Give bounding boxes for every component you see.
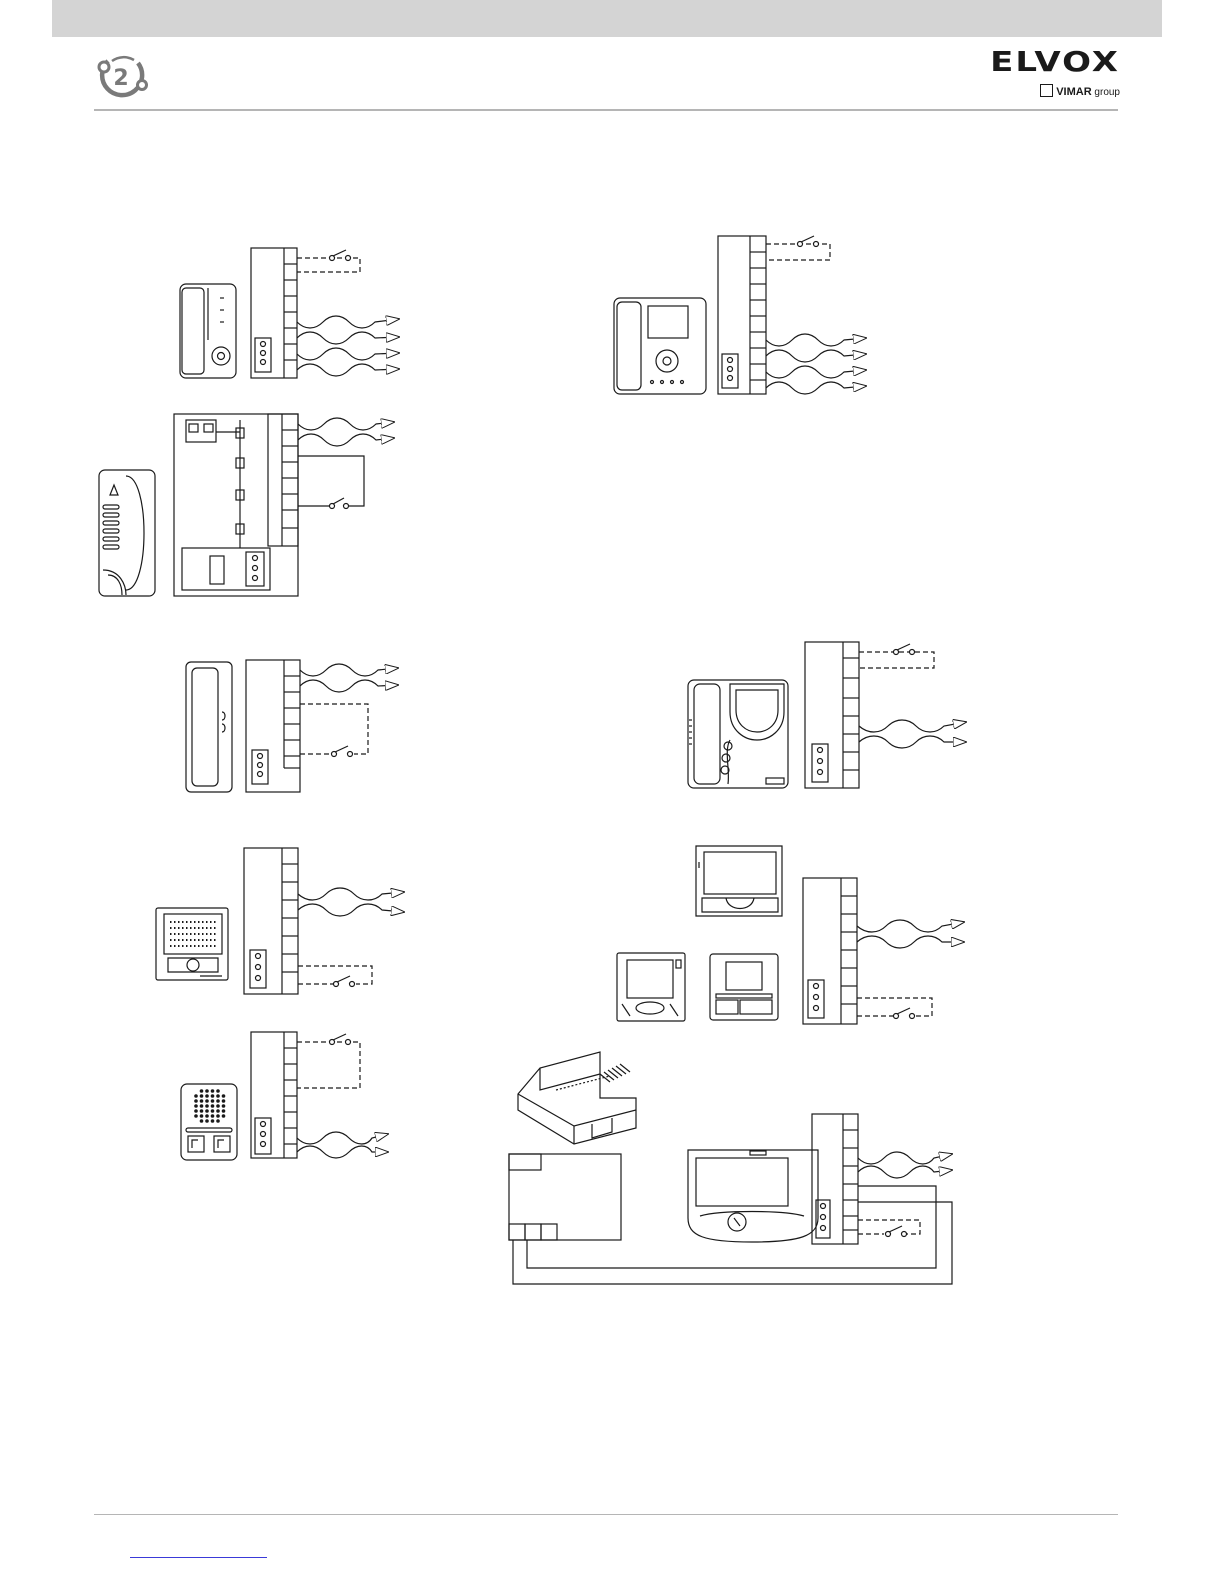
handsfree-video-monitor-icon — [710, 954, 778, 1020]
door-switch — [300, 704, 368, 754]
footer-rule — [94, 1514, 1118, 1515]
switch-contact-icon — [330, 498, 349, 509]
wall-interphone-icon — [99, 470, 155, 596]
adapter-unit — [174, 414, 298, 596]
diagram-interphone-with-adapter — [99, 414, 394, 596]
switch-contact-icon — [886, 1226, 907, 1237]
grille-dot — [211, 1099, 215, 1103]
terminal-block — [251, 1032, 297, 1158]
terminal-block — [251, 248, 297, 378]
grille-dot — [194, 1094, 198, 1098]
grille-dot — [200, 1119, 204, 1123]
diagram-video-monitor-compact — [614, 236, 866, 394]
grille-dot — [216, 1094, 220, 1098]
switch-contact-icon — [894, 1008, 915, 1019]
grille-dot — [205, 1094, 209, 1098]
grille-dot — [211, 1119, 215, 1123]
grille-dot — [200, 1094, 204, 1098]
grille-dot — [216, 1089, 220, 1093]
grille-dot — [200, 1109, 204, 1113]
door-switch — [298, 456, 364, 506]
switch-contact-icon — [334, 976, 355, 987]
handsfree-video-monitor-icon — [617, 953, 685, 1021]
grille-dot — [222, 1109, 226, 1113]
grille-dot — [222, 1099, 226, 1103]
grille-dot — [205, 1114, 209, 1118]
twisted-pair-bus — [297, 316, 399, 376]
grille-dot — [200, 1089, 204, 1093]
handset-interphone-icon — [180, 284, 236, 378]
grille-dot — [211, 1109, 215, 1113]
grille-dot — [216, 1109, 220, 1113]
grille-dot — [205, 1109, 209, 1113]
switch-contact-icon — [894, 644, 915, 655]
video-handset-monitor-icon — [614, 298, 706, 394]
grille-dot — [194, 1114, 198, 1118]
diagram-video-monitor-with-power-supply — [509, 1052, 952, 1284]
twisted-pair-bus — [297, 1132, 388, 1158]
grille-dot — [205, 1099, 209, 1103]
grille-dot — [216, 1119, 220, 1123]
diagram-handsfree-speaker — [156, 848, 404, 994]
handset-interphone-icon — [186, 662, 232, 792]
grille-dot — [194, 1099, 198, 1103]
switch-contact-icon — [798, 236, 819, 247]
grille-dot — [200, 1099, 204, 1103]
grille-dot — [200, 1114, 204, 1118]
grille-dot — [216, 1099, 220, 1103]
video-handset-monitor-icon — [688, 680, 788, 788]
grille-dot — [216, 1104, 220, 1108]
terminal-block — [718, 236, 766, 394]
twisted-pair-bus — [857, 920, 964, 948]
twisted-pair-bus — [766, 334, 866, 394]
power-supply-unit — [509, 1154, 621, 1240]
terminal-block — [803, 878, 857, 1024]
grille-dot — [211, 1089, 215, 1093]
grille-dot — [194, 1104, 198, 1108]
door-switch — [766, 244, 830, 260]
handsfree-video-monitor-icon — [696, 846, 782, 916]
terminal-block — [812, 1114, 858, 1244]
grille-dot — [194, 1109, 198, 1113]
switch-contact-icon — [330, 250, 351, 261]
twisted-pair-bus — [300, 664, 398, 692]
grille-dot — [200, 1104, 204, 1108]
handsfree-speaker-icon — [156, 908, 228, 980]
grille-dot — [211, 1094, 215, 1098]
diagram-video-interphone — [688, 642, 966, 788]
twisted-pair-bus — [298, 418, 394, 446]
switch-contact-icon — [332, 746, 353, 757]
handsfree-video-monitor-icon — [688, 1150, 818, 1242]
diagram-interphone-slim — [180, 248, 399, 378]
grille-dot — [222, 1094, 226, 1098]
diagram-handsfree-grille — [181, 1032, 388, 1160]
terminal-block — [268, 414, 298, 546]
grille-dot — [222, 1104, 226, 1108]
grille-dot — [216, 1114, 220, 1118]
terminal-block — [244, 848, 298, 994]
terminal-block — [246, 660, 300, 792]
diagram-video-monitors-handsfree — [617, 846, 964, 1024]
power-supply-din-icon — [518, 1052, 636, 1144]
grille-dot — [205, 1089, 209, 1093]
switch-contact-icon — [330, 1034, 351, 1045]
grille-dot — [205, 1119, 209, 1123]
grille-dot — [211, 1114, 215, 1118]
twisted-pair-bus — [858, 1152, 952, 1178]
twisted-pair-bus — [859, 720, 966, 748]
door-switch — [297, 258, 360, 272]
terminal-block — [805, 642, 859, 788]
handsfree-grille-icon — [181, 1084, 237, 1160]
diagram-interphone-basic — [186, 660, 398, 792]
grille-dot — [211, 1104, 215, 1108]
door-switch — [297, 1042, 360, 1088]
twisted-pair-bus — [298, 888, 404, 916]
footer-link-underline[interactable] — [130, 1557, 267, 1558]
grille-dot — [205, 1104, 209, 1108]
grille-dot — [222, 1114, 226, 1118]
